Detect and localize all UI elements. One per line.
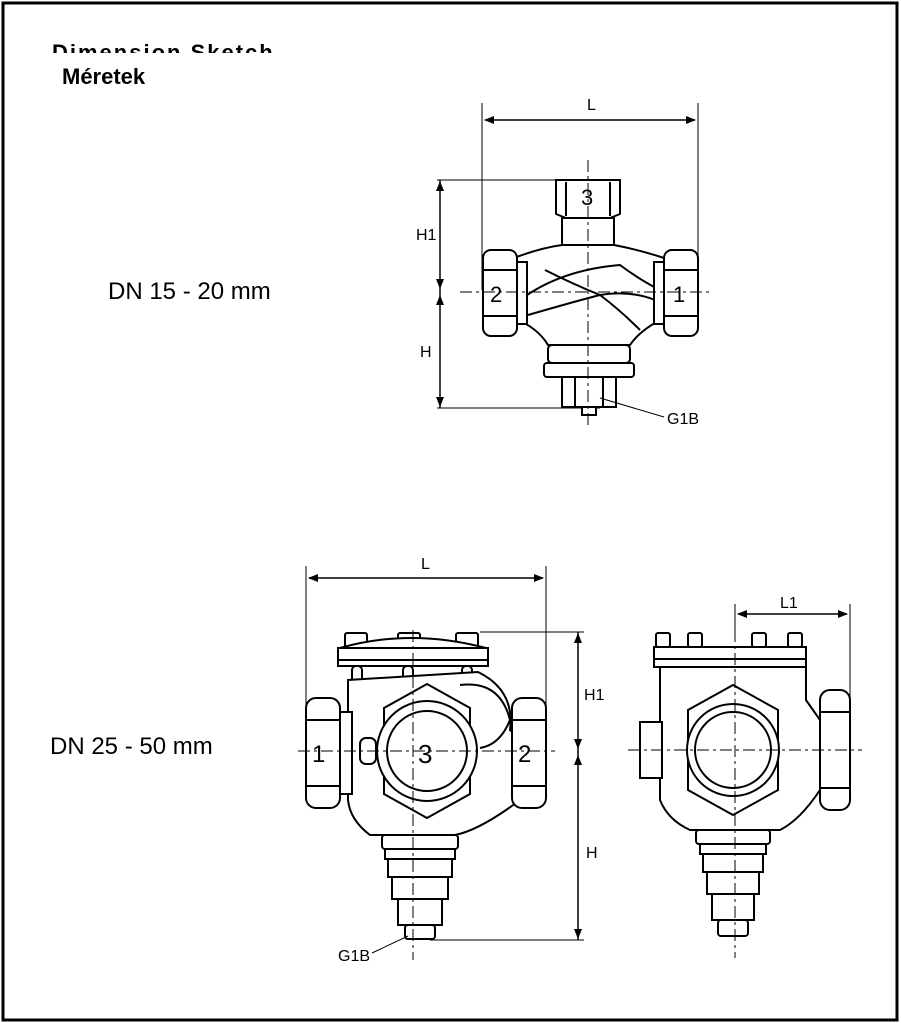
port-label-bottom-3: 3 [418,739,432,769]
size-label-dn15-20: DN 15 - 20 mm [108,278,271,305]
valve-bottom-side-diagram [628,604,862,958]
size-label-dn25-50: DN 25 - 50 mm [50,733,213,760]
dim-label-top-l: L [587,97,596,114]
port-label-top-1: 1 [673,282,685,307]
valve-top-diagram [436,103,712,425]
page-title: Méretek [62,64,146,89]
dim-label-bottom-g1b: G1B [338,948,370,965]
port-label-bottom-2: 2 [518,741,531,768]
dim-label-bottom-l: L [421,556,430,573]
valve-bottom-front-diagram [298,566,584,960]
dim-label-bottom-h: H [586,845,598,862]
port-label-bottom-1: 1 [312,741,325,768]
port-label-top-2: 2 [490,282,502,307]
dim-label-top-h1: H1 [416,227,437,244]
dim-label-top-g1b: G1B [667,411,699,428]
dim-label-side-l1: L1 [780,595,798,612]
cropped-heading: Dimension Sketch [52,40,275,53]
dim-label-top-h: H [420,344,432,361]
dim-label-bottom-h1: H1 [584,687,605,704]
port-label-top-3: 3 [581,185,593,210]
